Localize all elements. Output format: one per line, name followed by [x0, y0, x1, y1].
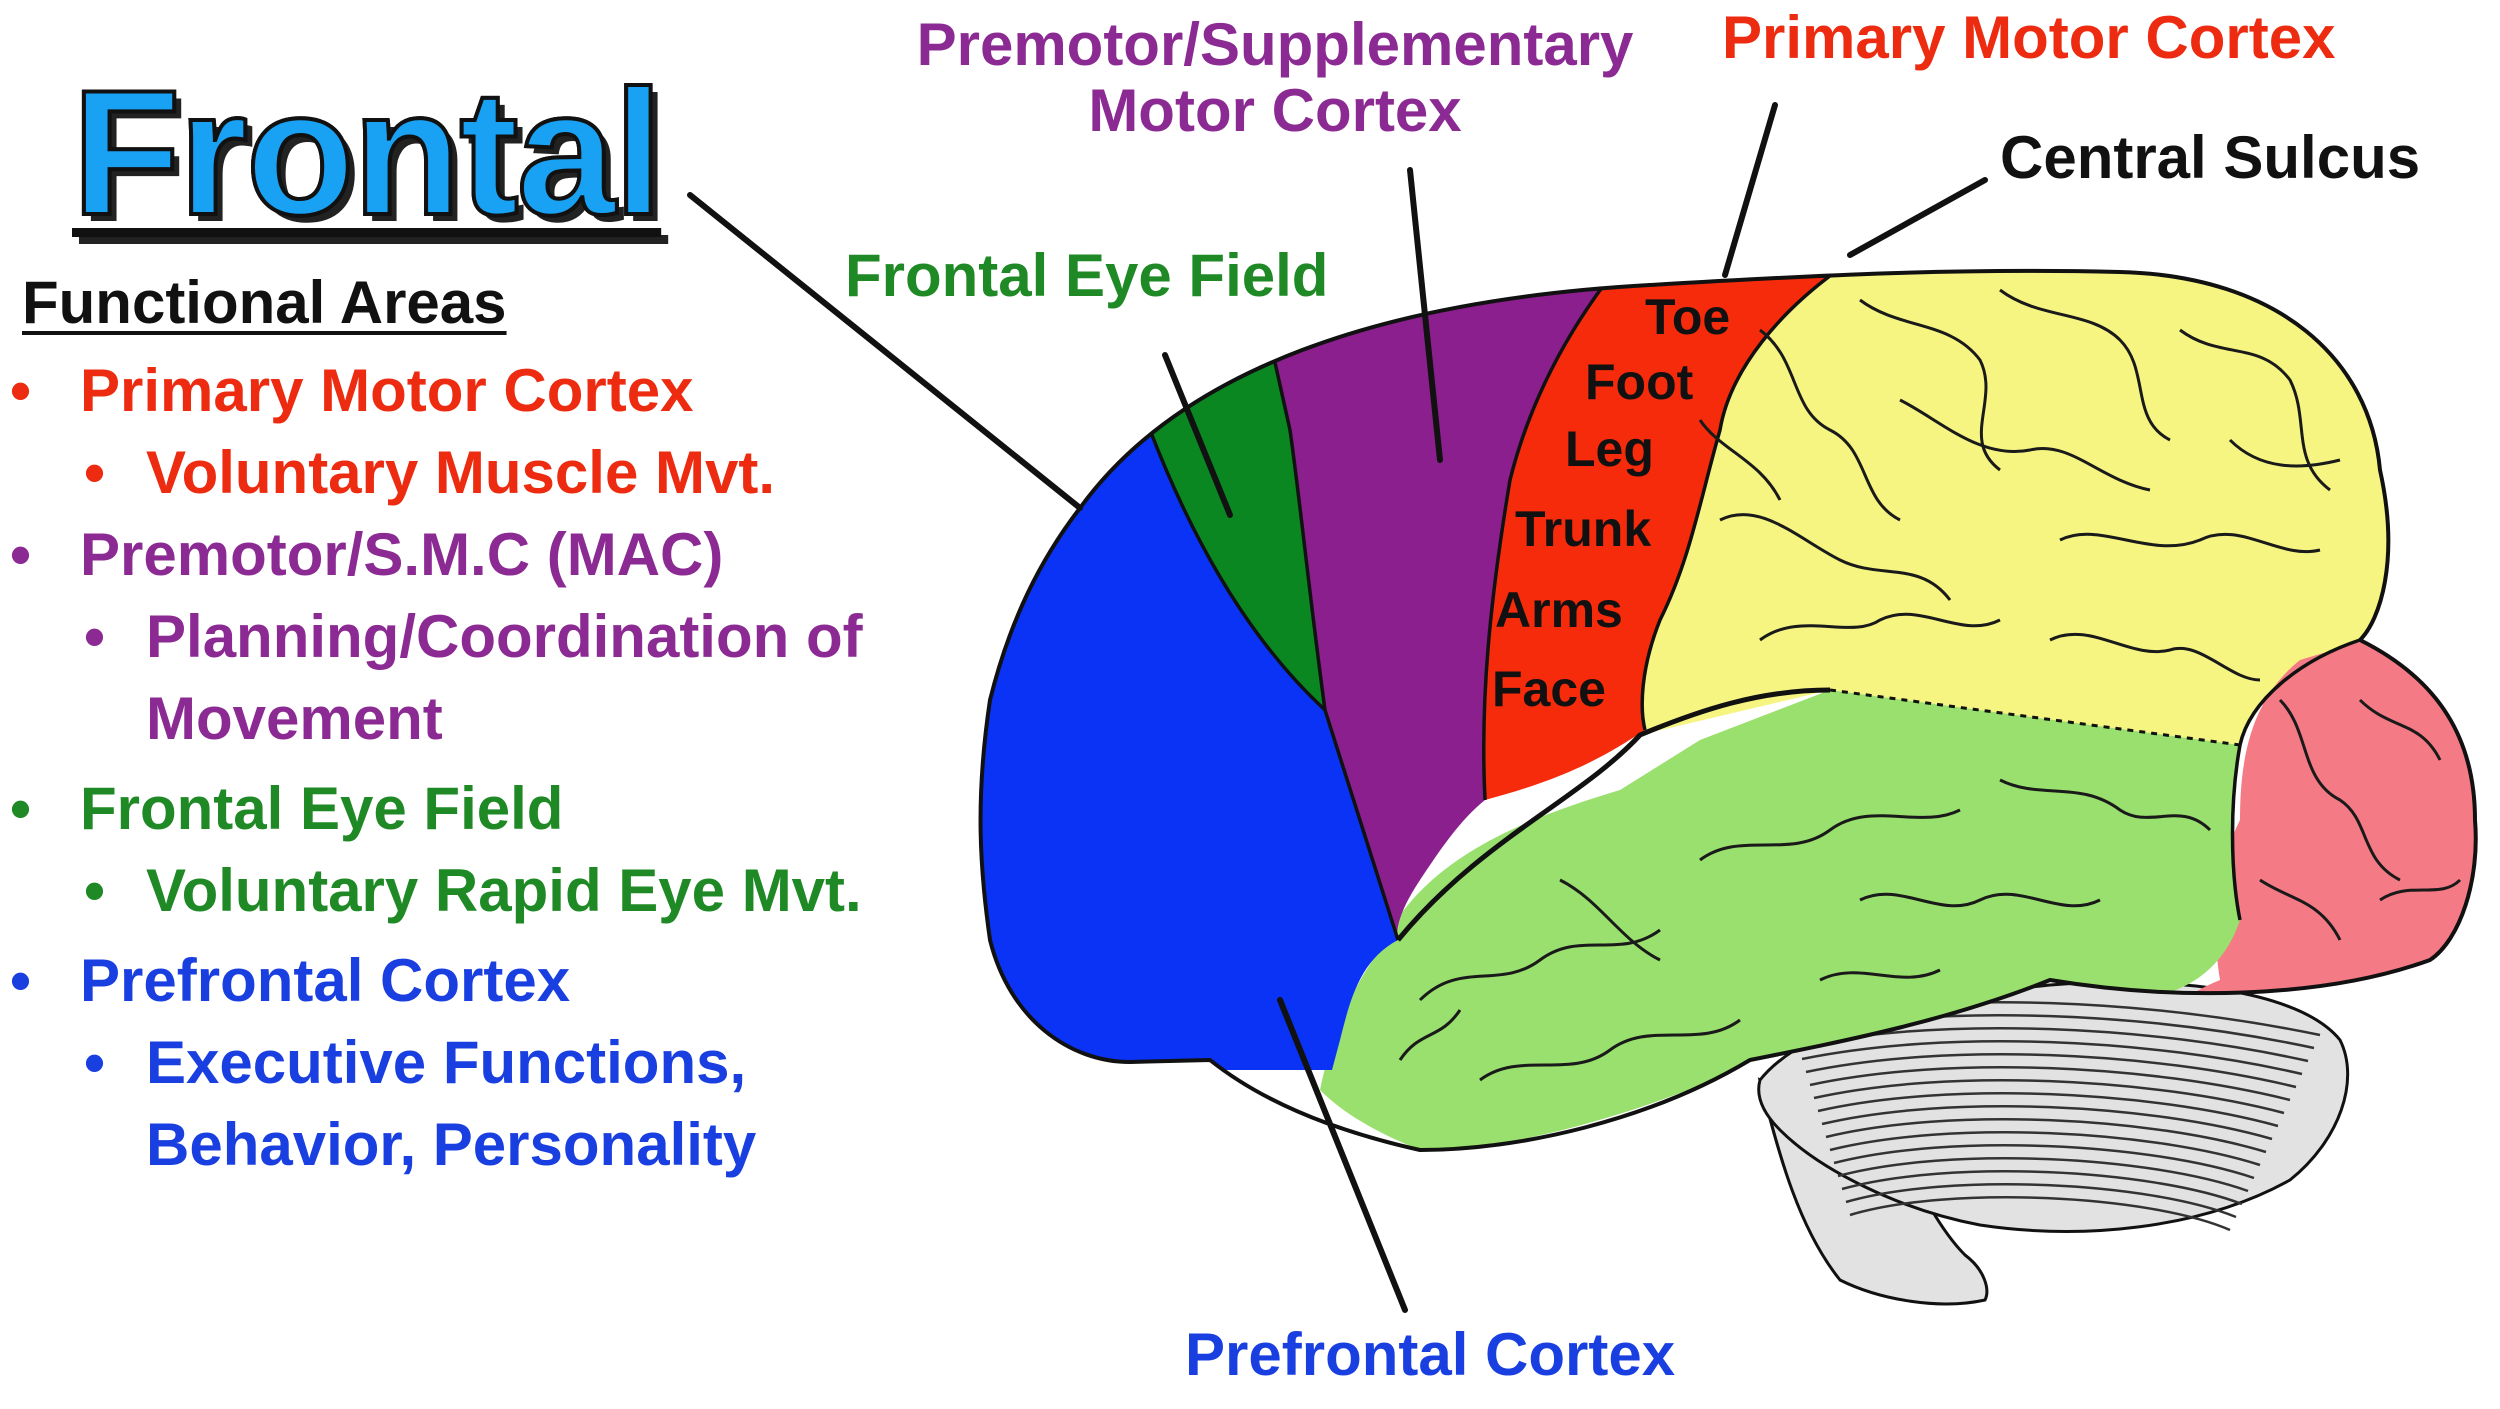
list-item: • Voluntary Rapid Eye Mvt. — [10, 850, 990, 932]
gyrus-line — [2379, 878, 2462, 902]
cerebellum-folia — [1789, 1000, 2321, 1232]
list-item: • Planning/Coordination of — [10, 596, 990, 678]
area-name: Premotor/S.M.C (MAC) — [80, 521, 724, 588]
leader-primary-motor — [1722, 102, 1778, 278]
area-detail: Voluntary Muscle Mvt. — [146, 439, 776, 506]
page-title: Frontal — [70, 53, 665, 253]
list-item: • Voluntary Muscle Mvt. — [10, 432, 990, 514]
area-name: Primary Motor Cortex — [80, 357, 694, 424]
gyrus-line — [1759, 328, 1901, 522]
label-prefrontal: Prefrontal Cortex — [1185, 1321, 1676, 1388]
homunculus-label: Arms — [1495, 582, 1623, 638]
homunculus-label: Trunk — [1515, 501, 1652, 557]
list-item: Movement — [10, 678, 990, 760]
cerebellum-folium-line — [1849, 1195, 2231, 1232]
homunculus-label: Leg — [1565, 421, 1654, 477]
homunculus-label: Foot — [1585, 354, 1694, 410]
cerebellum-folium-line — [1829, 1131, 2261, 1167]
area-detail: Voluntary Rapid Eye Mvt. — [146, 857, 862, 924]
lateral-dotted-line — [1829, 688, 2241, 747]
bullet-icon: • — [84, 857, 106, 924]
cerebellum-folium-line — [1817, 1091, 2279, 1128]
motor-cortex-region — [1483, 270, 1845, 800]
list-item: • Primary Motor Cortex — [10, 350, 990, 432]
area-name: Prefrontal Cortex — [80, 947, 571, 1014]
cerebellum-folium-line — [1809, 1066, 2291, 1102]
gyrus-line — [1819, 968, 1941, 982]
gyrus-line — [1699, 808, 1961, 862]
gyri-lines — [1398, 288, 2462, 1082]
cerebellum-folium-line — [1833, 1144, 2255, 1180]
leader-title-brain — [687, 192, 1083, 511]
gyrus-line — [2179, 328, 2331, 492]
leader-lines — [687, 102, 1988, 1313]
gyrus-line — [2278, 698, 2401, 882]
gyrus-line — [1559, 878, 1661, 962]
gyrus-line — [1859, 892, 2101, 908]
list-item: • Prefrontal Cortex — [10, 940, 990, 1022]
gyrus-line — [1698, 419, 1782, 501]
cerebellum-folium-line — [1837, 1157, 2249, 1193]
gyrus-line — [1859, 298, 2001, 472]
list-item: • Executive Functions, — [10, 1022, 990, 1104]
label-frontal-eye-field: Frontal Eye Field — [845, 242, 1329, 309]
bullet-icon: • — [84, 439, 106, 506]
bullet-icon: • — [84, 1029, 106, 1096]
leader-central-sulcus — [1847, 177, 1988, 258]
leader-prefrontal — [1277, 997, 1408, 1313]
label-central-sulcus: Central Sulcus — [2000, 124, 2421, 191]
gyrus-line — [1899, 398, 2151, 492]
gyrus-line — [2059, 532, 2321, 554]
list-item: Behavior, Personality — [10, 1104, 990, 1186]
area-detail: Executive Functions, — [146, 1029, 747, 1096]
bullet-icon: • — [10, 775, 32, 842]
homunculus-label: Toe — [1645, 289, 1731, 345]
temporal-region — [1320, 690, 2240, 1150]
bullet-icon: • — [84, 603, 106, 670]
list-item: • Frontal Eye Field — [10, 768, 990, 850]
cerebellum-region — [1757, 980, 2350, 1306]
gyrus-line — [2049, 632, 2261, 682]
gyrus-line — [2259, 878, 2342, 941]
premotor-region — [1270, 270, 1640, 940]
gyrus-line — [1479, 1018, 1741, 1082]
area-name: Frontal Eye Field — [80, 775, 564, 842]
area-detail: Planning/Coordination of — [146, 603, 863, 670]
gyrus-line — [2358, 698, 2442, 761]
gyrus-line — [1719, 513, 1952, 601]
gyrus-line — [1999, 288, 2171, 442]
label-primary-motor: Primary Motor Cortex — [1722, 4, 2336, 71]
homunculus-label: Face — [1492, 661, 1606, 717]
cerebellum-folium-line — [1801, 1040, 2303, 1076]
cerebellum-folium-line — [1845, 1183, 2237, 1219]
parietal-region — [1600, 270, 2476, 745]
bullet-icon: • — [10, 521, 32, 588]
leader-eye-field — [1162, 352, 1233, 518]
label-premotor-line: Premotor/Supplementary — [916, 11, 1634, 78]
gyrus-line — [1999, 778, 2212, 832]
functional-areas-list: • Primary Motor Cortex • Voluntary Muscle … — [10, 350, 990, 1186]
cerebellum-folium-line — [1805, 1053, 2297, 1089]
area-detail: Movement — [146, 685, 443, 752]
bullet-icon: • — [10, 947, 32, 1014]
cerebellum-folium-line — [1841, 1170, 2243, 1206]
cerebellum-folium-line — [1813, 1078, 2285, 1115]
cerebellum-folium-line — [1821, 1104, 2273, 1141]
area-detail: Behavior, Personality — [146, 1111, 757, 1178]
list-item: • Premotor/S.M.C (MAC) — [10, 514, 990, 596]
gyrus-line — [1418, 928, 1661, 1002]
functional-areas-heading: Functional Areas — [22, 269, 507, 336]
gyrus-line — [1398, 1009, 1462, 1061]
bullet-icon: • — [10, 357, 32, 424]
gyrus-line — [1759, 612, 2001, 642]
label-premotor: Premotor/Supplementary Motor Cortex — [865, 12, 1685, 144]
gyrus-line — [2228, 438, 2341, 468]
brain-outline — [978, 268, 2478, 1153]
label-premotor-line: Motor Cortex — [1088, 77, 1462, 144]
leader-premotor — [1407, 167, 1443, 463]
lateral-sulcus — [1396, 687, 1831, 942]
cerebellum-folium-line — [1825, 1117, 2267, 1154]
